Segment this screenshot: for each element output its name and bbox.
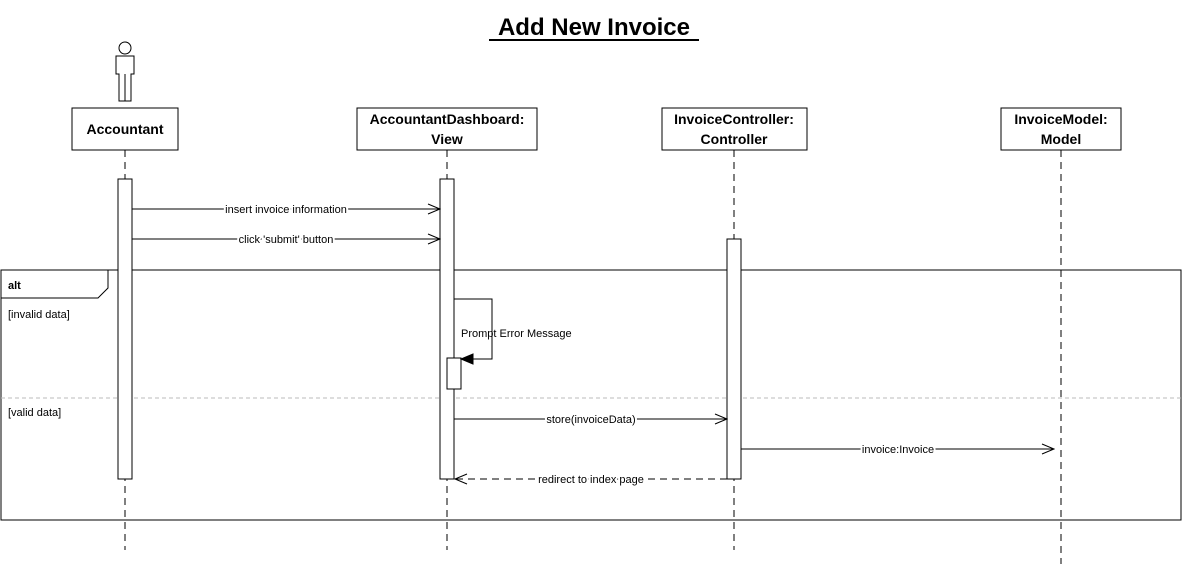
lifeline-label-model-line2: Model <box>1041 131 1081 147</box>
message-insert-invoice-information: insert invoice information <box>132 202 440 218</box>
message-click-submit: click 'submit' button <box>132 232 440 248</box>
message-label-store: store(invoiceData) <box>546 414 635 426</box>
lifeline-label-controller-line1: InvoiceController: <box>674 111 794 127</box>
lifeline-label-dashboard-line1: AccountantDashboard: <box>370 111 525 127</box>
lifeline-label-dashboard-line2: View <box>431 131 463 147</box>
message-redirect-index: redirect to index page <box>455 472 727 488</box>
fragment-operator: alt <box>8 280 21 292</box>
message-store-invoice-data: store(invoiceData) <box>454 412 727 428</box>
message-create-invoice: invoice:Invoice <box>741 442 1054 458</box>
guard-valid-data: [valid data] <box>8 407 61 419</box>
lifeline-head-dashboard: AccountantDashboard: View <box>356 107 538 151</box>
lifeline-label-controller-line2: Controller <box>701 131 768 147</box>
message-label-prompt-error: Prompt Error Message <box>461 328 572 340</box>
lifeline-head-controller: InvoiceController: Controller <box>661 107 808 151</box>
lifeline-label-model-line1: InvoiceModel: <box>1014 111 1107 127</box>
diagram-title: Add New Invoice <box>498 14 690 41</box>
lifeline-head-accountant: Accountant <box>71 107 179 151</box>
message-label-click-submit: click 'submit' button <box>239 234 334 246</box>
message-prompt-error: Prompt Error Message <box>454 298 572 359</box>
lifeline-label-accountant: Accountant <box>87 121 164 137</box>
lifeline-head-model: InvoiceModel: Model <box>1000 107 1122 151</box>
actor-icon <box>115 41 135 102</box>
message-label-insert-info: insert invoice information <box>225 204 347 216</box>
message-label-create-invoice: invoice:Invoice <box>862 444 934 456</box>
activation-dashboard-self <box>446 357 462 390</box>
guard-invalid-data: [invalid data] <box>8 309 70 321</box>
alt-fragment: alt [invalid data] [valid data] <box>0 269 1182 521</box>
activation-controller <box>726 238 742 480</box>
message-label-redirect: redirect to index page <box>538 474 644 486</box>
activation-accountant <box>117 178 133 480</box>
activation-dashboard <box>439 178 455 480</box>
